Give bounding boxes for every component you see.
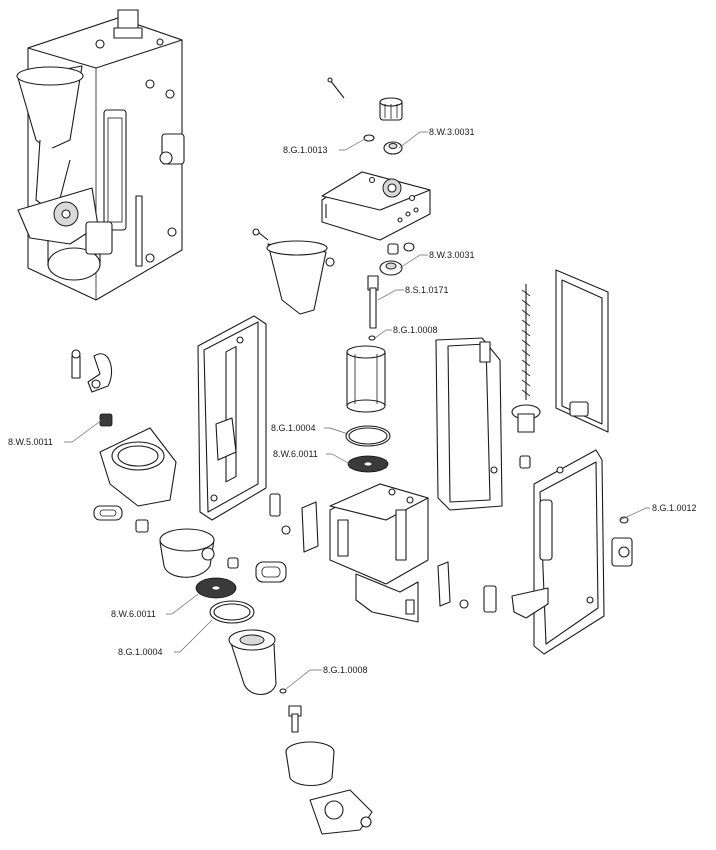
label-8G10012: 8.G.1.0012 — [652, 503, 697, 513]
assembled-grinder-unit — [16, 9, 185, 301]
label-8G10008-top: 8.G.1.0008 — [393, 325, 438, 335]
label-8W60011-top: 8.W.6.0011 — [273, 449, 318, 459]
callout-labels: 8.W.3.0031 8.G.1.0013 8.W.3.0031 8.S.1.0… — [8, 127, 697, 675]
middle-small-parts — [269, 493, 497, 623]
side-panel — [197, 315, 267, 521]
label-8W60011-bottom: 8.W.6.0011 — [111, 609, 156, 619]
label-8W50011: 8.W.5.0011 — [8, 437, 53, 447]
lower-left-assembly — [71, 349, 373, 835]
label-8G10008-bottom: 8.G.1.0008 — [323, 665, 368, 675]
label-8W30031-lower: 8.W.3.0031 — [429, 250, 475, 260]
leader-lines — [64, 131, 650, 690]
label-8G10004-bottom: 8.G.1.0004 — [118, 647, 163, 657]
label-8G10013: 8.G.1.0013 — [283, 145, 328, 155]
right-channel-assembly — [435, 269, 633, 655]
label-8S10171: 8.S.1.0171 — [405, 285, 449, 295]
small-funnel — [252, 228, 335, 315]
top-stack-parts — [321, 77, 431, 585]
label-8W30031-top: 8.W.3.0031 — [429, 127, 475, 137]
label-8G10004-top: 8.G.1.0004 — [271, 423, 316, 433]
